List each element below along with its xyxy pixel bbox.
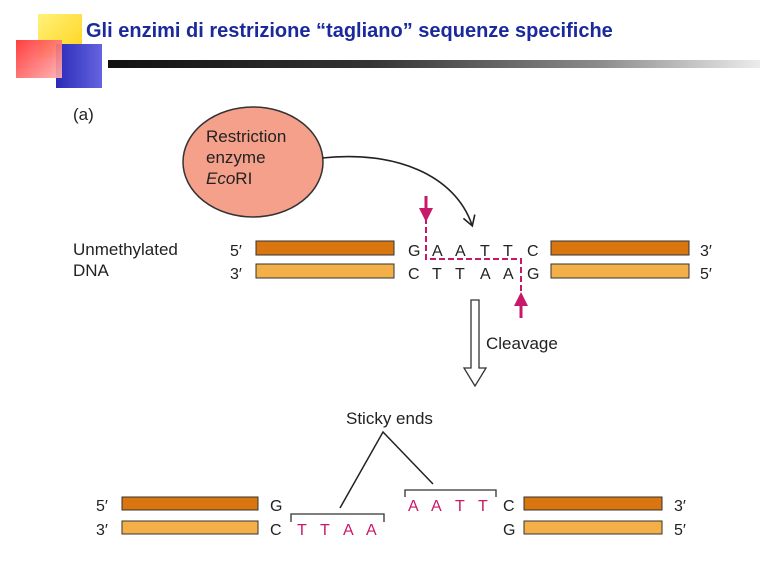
left-overhang-bracket [290,513,385,522]
left-fragment-top-base: G [270,498,282,515]
right-fragment-top-end: 3′ [674,498,686,515]
enzyme-arrow [321,155,476,228]
overhang-base: T [455,498,465,515]
dna-label-line1: Unmethylated [73,240,178,259]
bottom-base: G [527,266,539,283]
bottom-strand-right-bar [550,263,690,279]
top-strand-right-end: 3′ [700,243,712,260]
panel-label: (a) [73,105,94,124]
right-fragment-bottom-base: G [503,522,515,539]
bottom-base: C [408,266,420,283]
bottom-strand-right-end: 5′ [700,266,712,283]
top-base: A [432,243,443,260]
right-fragment-top-bar [523,496,663,511]
overhang-base: T [478,498,488,515]
bottom-base: T [432,266,442,283]
right-fragment-bottom-bar [523,520,663,535]
bottom-cut-arrowhead-icon [514,292,528,306]
top-strand-bases: G A A T T C [408,243,539,260]
enzyme-name-italic: Eco [206,169,235,188]
top-base: T [480,243,490,260]
top-base: C [527,243,539,260]
overhang-base: A [431,498,442,515]
left-overhang-bases: T T A A [297,522,377,539]
sticky-ends-label: Sticky ends [346,409,433,428]
top-strand-left-end: 5′ [230,243,242,260]
overhang-base: A [343,522,354,539]
right-overhang-bases: A A T T [408,498,488,515]
left-fragment-bottom-base: C [270,522,282,539]
bottom-strand-left-bar [255,263,395,279]
left-fragment-top-end: 5′ [96,498,108,515]
overhang-base: A [408,498,419,515]
bottom-base: T [455,266,465,283]
overhang-base: A [366,522,377,539]
title-divider [108,60,760,68]
top-cut-arrowhead-icon [419,208,433,222]
top-base: G [408,243,420,260]
enzyme-name-rest: RI [235,169,252,188]
right-overhang-bracket [404,489,497,497]
bottom-base: A [480,266,491,283]
enzyme-label-line2: enzyme [206,148,266,167]
bottom-strand-bases: C T T A A G [408,266,539,283]
dna-label-line2: DNA [73,261,110,280]
overhang-base: T [320,522,330,539]
top-strand-right-bar [550,240,690,256]
cleavage-label: Cleavage [486,334,558,353]
deco-blue-square [56,44,102,88]
top-strand-left-bar [255,240,395,256]
right-fragment-bottom-end: 5′ [674,522,686,539]
cut-line [425,218,522,292]
cleavage-arrow-icon [462,299,488,388]
enzyme-name: EcoRI [206,169,252,188]
left-fragment-top-bar [121,496,259,511]
enzyme-label-line1: Restriction [206,127,286,146]
top-base: T [503,243,513,260]
deco-red-square [16,40,62,78]
bottom-strand-left-end: 3′ [230,266,242,283]
sticky-ends-pointer [339,430,434,509]
left-fragment-bottom-bar [121,520,259,535]
top-base: A [455,243,466,260]
enzyme-ellipse [182,106,324,218]
right-fragment-top-base: C [503,498,515,515]
overhang-base: T [297,522,307,539]
left-fragment-bottom-end: 3′ [96,522,108,539]
slide-title: Gli enzimi di restrizione “tagliano” seq… [86,20,613,42]
bottom-base: A [503,266,514,283]
